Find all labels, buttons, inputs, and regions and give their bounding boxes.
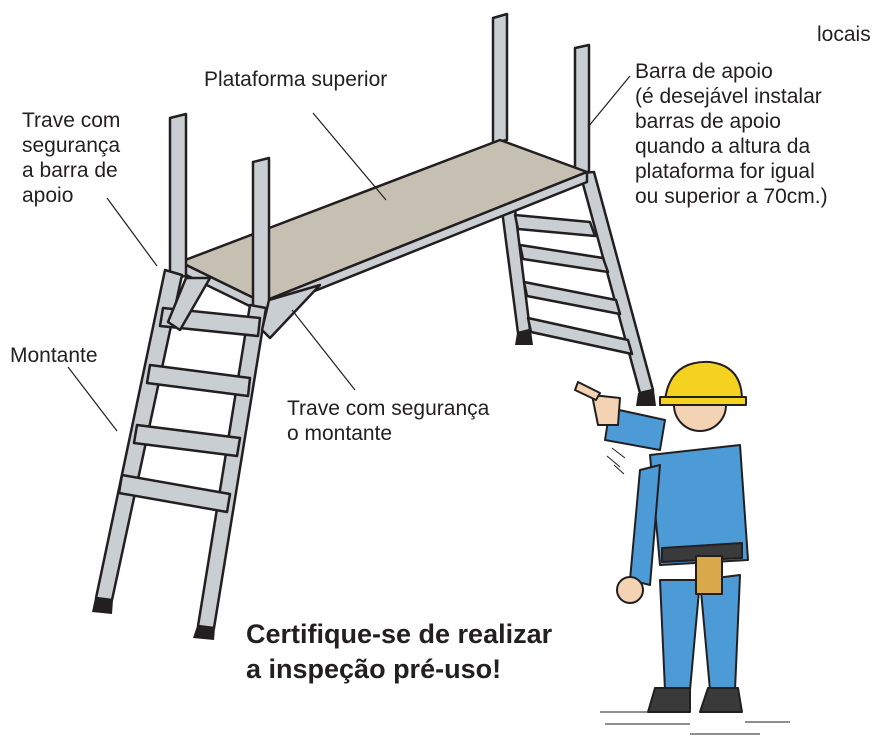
support-bar-line: barras de apoio [635,110,781,133]
front-rung [117,473,232,514]
leader-platform [312,112,387,201]
foot [515,330,533,345]
front-rung [132,423,242,458]
foot [636,390,656,406]
upright-label: Montante [10,344,98,367]
support-bar-label: Barra de apoio (é desejável instalar bar… [635,59,828,209]
support-bar-beam-line: segurança [22,134,121,157]
brace-left [166,276,212,332]
foot [92,598,113,614]
upright-beam-label: Trave com segurança o montante [287,396,489,446]
front-upright-right [251,156,271,314]
foot [193,626,215,640]
leader-support-bar [587,75,631,128]
support-bar-beam-line: apoio [22,184,74,207]
front-leg-right [196,303,268,630]
upright-beam-line: o montante [287,422,393,445]
back-upright-right [573,43,591,177]
support-bar-line: plataforma for igual [635,160,815,183]
back-rung [522,280,622,316]
back-rung [526,316,634,356]
front-rung [145,363,252,398]
warning-line: Certifique-se de realizar [246,619,553,649]
warning-line: a inspeção pré-uso! [246,654,502,684]
support-bar-line: quando a altura da [635,135,811,158]
support-bar-beam-label: Trave com segurança a barra de apoio [22,108,120,208]
back-rung [518,243,610,274]
support-bar-line: (é desejável instalar [635,85,822,108]
leader-support-beam [106,197,158,267]
platform-label: Plataforma superior [204,68,388,91]
back-rung [513,213,597,238]
upright-beam-line: Trave com segurança [287,397,490,420]
support-bar-line: Barra de apoio [635,60,773,83]
corner-label: locais [817,23,871,46]
support-bar-beam-line: Trave com [22,109,121,132]
back-leg-right [578,170,655,395]
back-upright-left [491,12,509,145]
inspection-warning: Certifique-se de realizar a inspeção pré… [246,617,552,687]
front-upright-left [168,112,188,280]
support-bar-line: ou superior a 70cm.) [635,185,828,208]
leader-upright-beam [291,309,356,391]
brace-right [260,283,322,340]
leader-upright [67,366,118,432]
support-bar-beam-line: a barra de [22,159,118,182]
worker-pointing-icon [574,360,749,713]
